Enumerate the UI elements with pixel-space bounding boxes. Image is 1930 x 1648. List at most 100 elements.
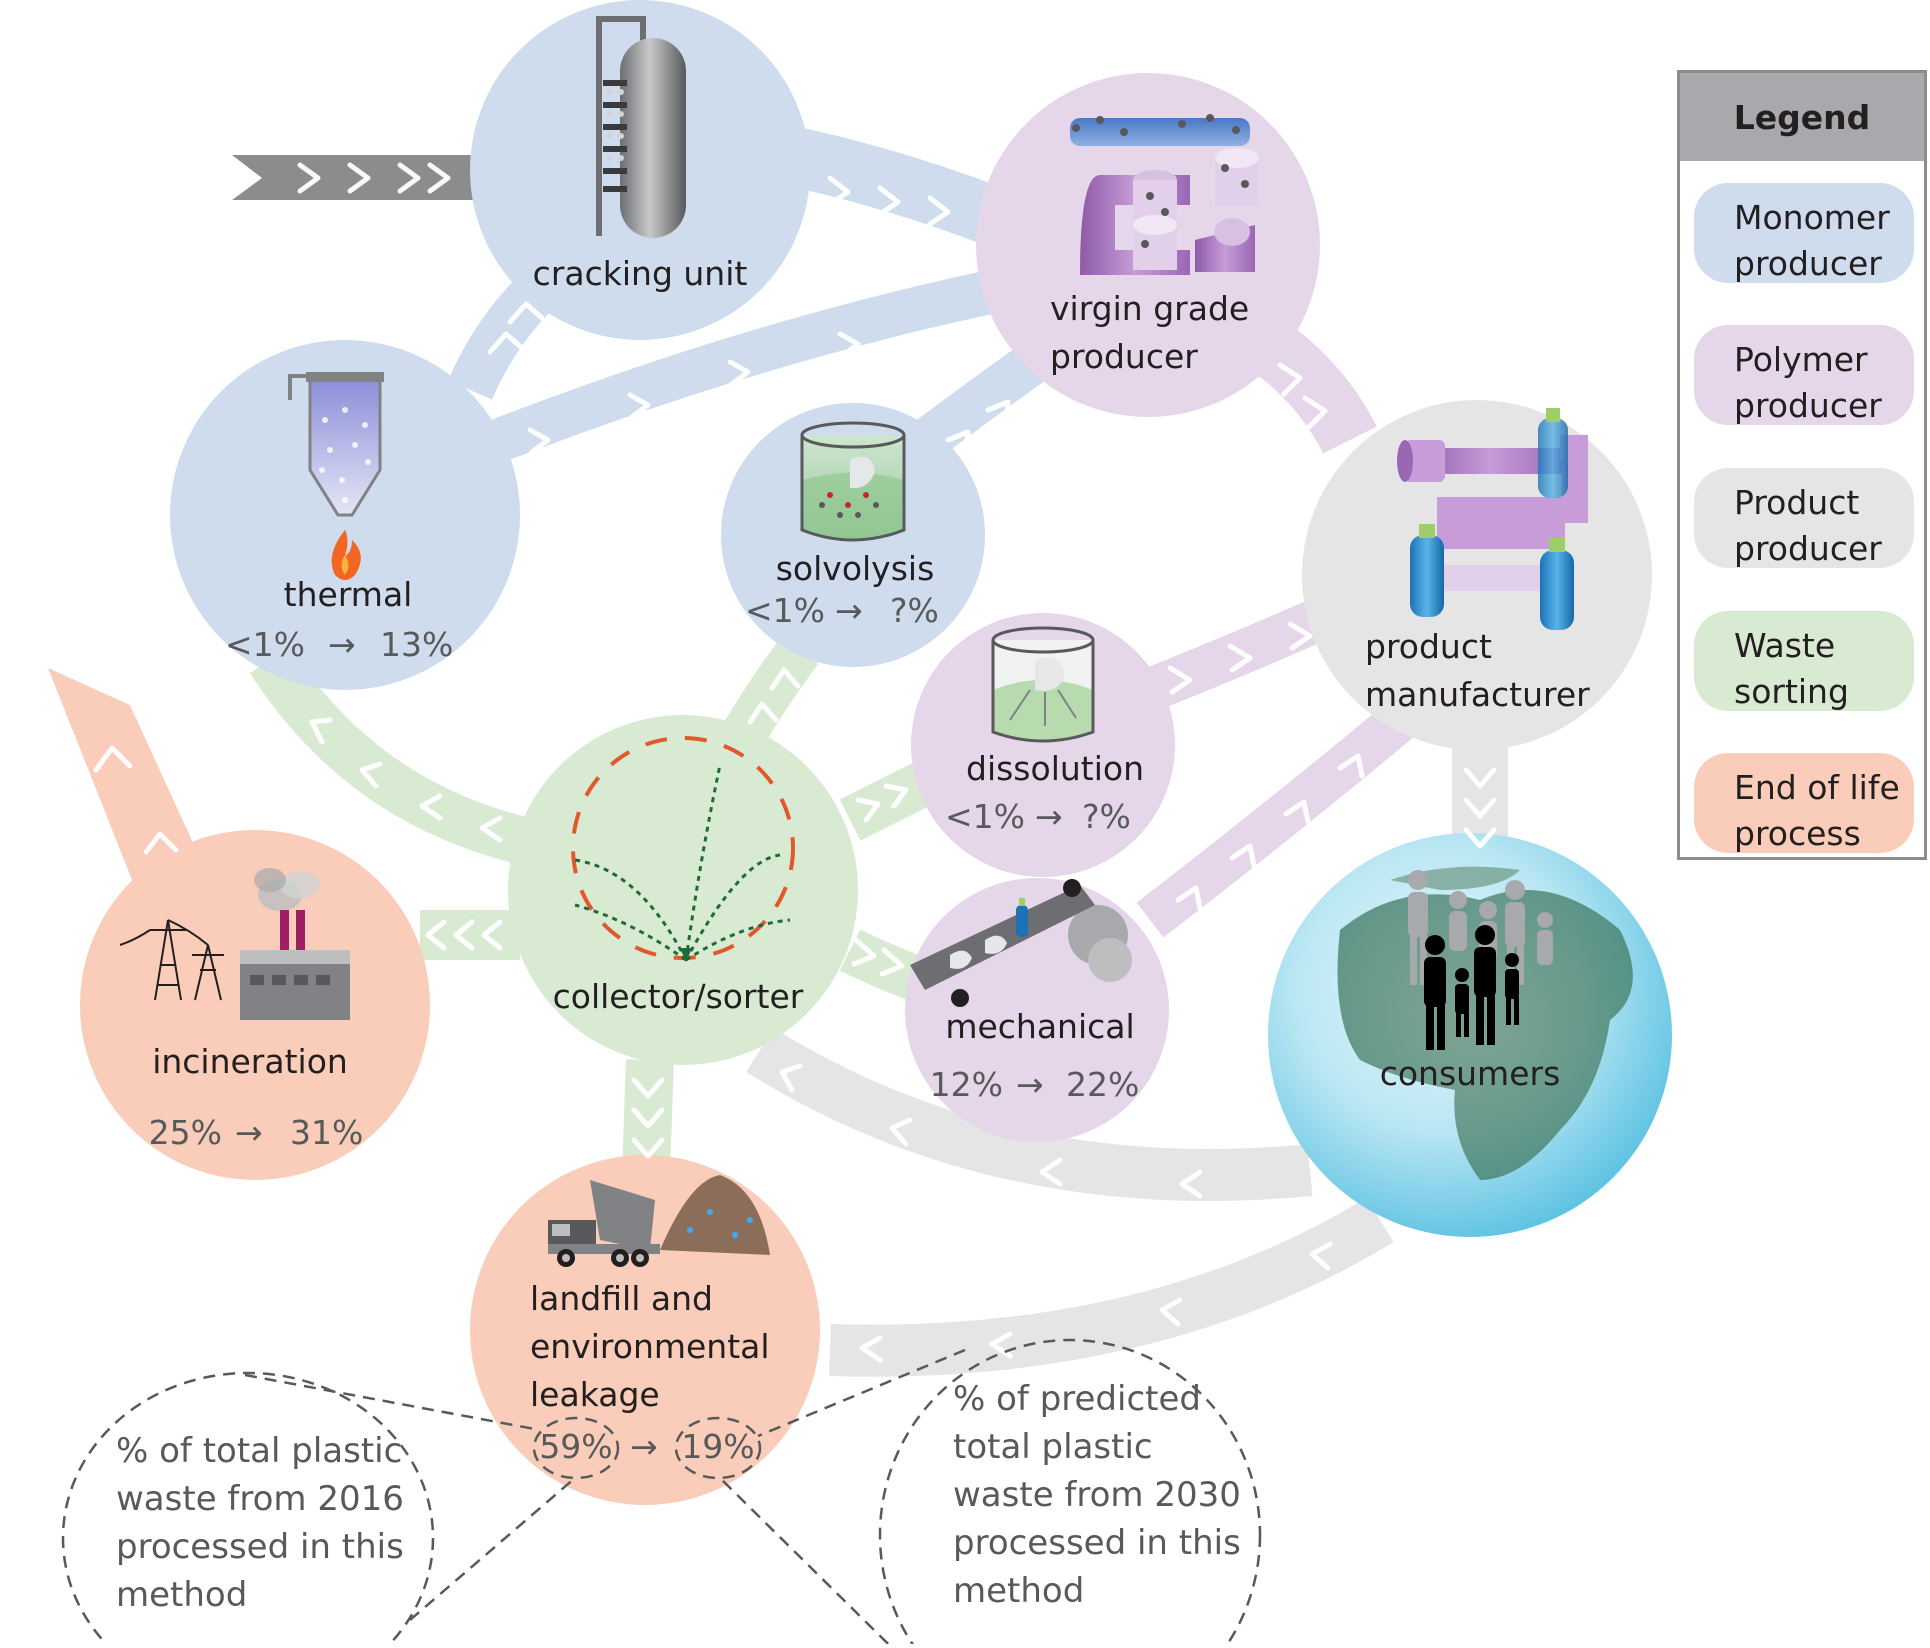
chevron <box>527 427 551 455</box>
chevron <box>1302 395 1328 430</box>
mechanical-label: mechanical <box>945 1007 1134 1046</box>
landfill-pct-2030: 19% <box>681 1427 754 1466</box>
manufacturer-label-line1: product <box>1365 627 1492 666</box>
virgin-grade-label-line2: producer <box>1050 337 1198 376</box>
chevron <box>309 717 333 745</box>
chevron <box>851 937 877 967</box>
chevron <box>1229 843 1257 869</box>
legend-item-end-of-life-line2: process <box>1734 814 1861 853</box>
callout-2030-leader <box>719 1348 966 1648</box>
node-labels: cracking unit virgin grade producer ther… <box>149 254 1591 1466</box>
landfill-arrow: → <box>630 1427 658 1466</box>
mechanical-pct-2030: 22% <box>1066 1065 1139 1104</box>
chevron <box>1309 1241 1333 1271</box>
pct-2016-ring <box>532 1416 620 1480</box>
bottle-icon <box>1410 524 1444 617</box>
landfill-label-line2: environmental <box>530 1327 770 1366</box>
chevron <box>889 1117 913 1147</box>
chevron <box>855 797 881 823</box>
collector-sorter-node <box>508 715 858 1065</box>
thermal-label: thermal <box>284 575 413 614</box>
legend-item-waste-line2: sorting <box>1734 672 1849 711</box>
chevron <box>1277 362 1303 397</box>
thermal-arrow: → <box>328 625 356 664</box>
chevron <box>479 815 503 843</box>
consumers-label: consumers <box>1380 1054 1561 1093</box>
flow-collector-to-solvolysis <box>720 636 819 752</box>
solvolysis-beaker-icon <box>800 421 906 542</box>
chevron <box>927 195 951 227</box>
chevron <box>631 1107 665 1129</box>
callout-notes: % of total plastic waste from 2016 proce… <box>116 1379 1241 1615</box>
chevron <box>627 392 651 420</box>
collector-sorter-label: collector/sorter <box>553 977 804 1016</box>
chevron <box>877 185 901 217</box>
chevron <box>837 331 861 359</box>
dissolution-label: dissolution <box>966 749 1144 788</box>
chevron <box>1167 665 1193 695</box>
chevron <box>883 783 909 809</box>
chevron <box>1463 827 1497 849</box>
chevron <box>859 1335 883 1363</box>
dissolution-pct-2016: <1% <box>945 797 1025 836</box>
chevron <box>1283 799 1311 825</box>
chevron <box>769 667 801 691</box>
dump-truck-icon <box>548 1175 770 1267</box>
chevron <box>1463 767 1497 789</box>
chevron <box>827 175 851 207</box>
chevron <box>747 701 779 725</box>
note-2016-line1: % of total plastic <box>116 1431 402 1471</box>
chevron <box>419 793 443 821</box>
legend-panel: Legend Monomer producer Polymer producer… <box>1677 70 1927 860</box>
chevron <box>779 1063 803 1093</box>
legend-item-product-line2: producer <box>1734 529 1882 568</box>
note-2016-line2: waste from 2016 <box>116 1479 404 1519</box>
people-icon <box>1408 870 1553 1050</box>
chevron <box>1337 753 1365 779</box>
chevron <box>427 162 451 194</box>
note-2016-line3: processed in this <box>116 1527 404 1567</box>
mechanical-pct-2016: 12% <box>930 1065 1003 1104</box>
note-2030-line2: total plastic <box>953 1427 1153 1467</box>
feedstock-input-arrow <box>232 155 480 200</box>
cracking-tower-icon <box>596 16 686 238</box>
cracking-unit-label: cracking unit <box>533 254 748 293</box>
callout-bubbles <box>61 1338 1262 1648</box>
dissolution-beaker-icon <box>991 626 1095 743</box>
legend-item-waste-line1: Waste <box>1734 626 1836 665</box>
chevron <box>397 162 421 194</box>
legend-item-monomer-line2: producer <box>1734 244 1882 283</box>
dissolution-node <box>911 613 1175 877</box>
note-2030-line1: % of predicted <box>953 1379 1201 1419</box>
chevron <box>347 162 371 194</box>
legend-item-polymer: Polymer producer <box>1694 325 1914 425</box>
flow-collector-to-thermal <box>249 646 526 864</box>
flow-consumers-to-collector <box>746 1027 1313 1201</box>
thermal-reactor-icon <box>288 372 384 580</box>
chevron <box>1463 797 1497 819</box>
legend-item-product: Product producer <box>1694 468 1914 568</box>
chevron <box>487 331 525 355</box>
legend-item-monomer: Monomer producer <box>1694 183 1914 283</box>
chevron <box>989 1331 1013 1359</box>
flow-chevrons <box>93 162 1497 1363</box>
chevron <box>879 947 905 977</box>
virgin-grade-label-line1: virgin grade <box>1050 289 1249 328</box>
note-2016-line4: method <box>116 1575 247 1615</box>
chevron <box>1175 885 1203 911</box>
incineration-label: incineration <box>152 1042 348 1081</box>
callout-2030-bubble <box>878 1338 1262 1648</box>
legend-item-end-of-life-line1: End of life <box>1734 768 1900 807</box>
chevron <box>297 162 321 194</box>
legend-item-end-of-life: End of life process <box>1694 753 1914 853</box>
mechanical-arrow: → <box>1016 1065 1044 1104</box>
sorter-icon <box>571 736 795 962</box>
chevron <box>425 919 447 951</box>
bottle-icon <box>1540 538 1574 630</box>
note-2030-line4: processed in this <box>953 1523 1241 1563</box>
flow-consumers-to-landfill <box>829 1197 1394 1377</box>
pct-2030-ring <box>674 1416 762 1480</box>
thermal-pct-2030: 13% <box>380 625 453 664</box>
